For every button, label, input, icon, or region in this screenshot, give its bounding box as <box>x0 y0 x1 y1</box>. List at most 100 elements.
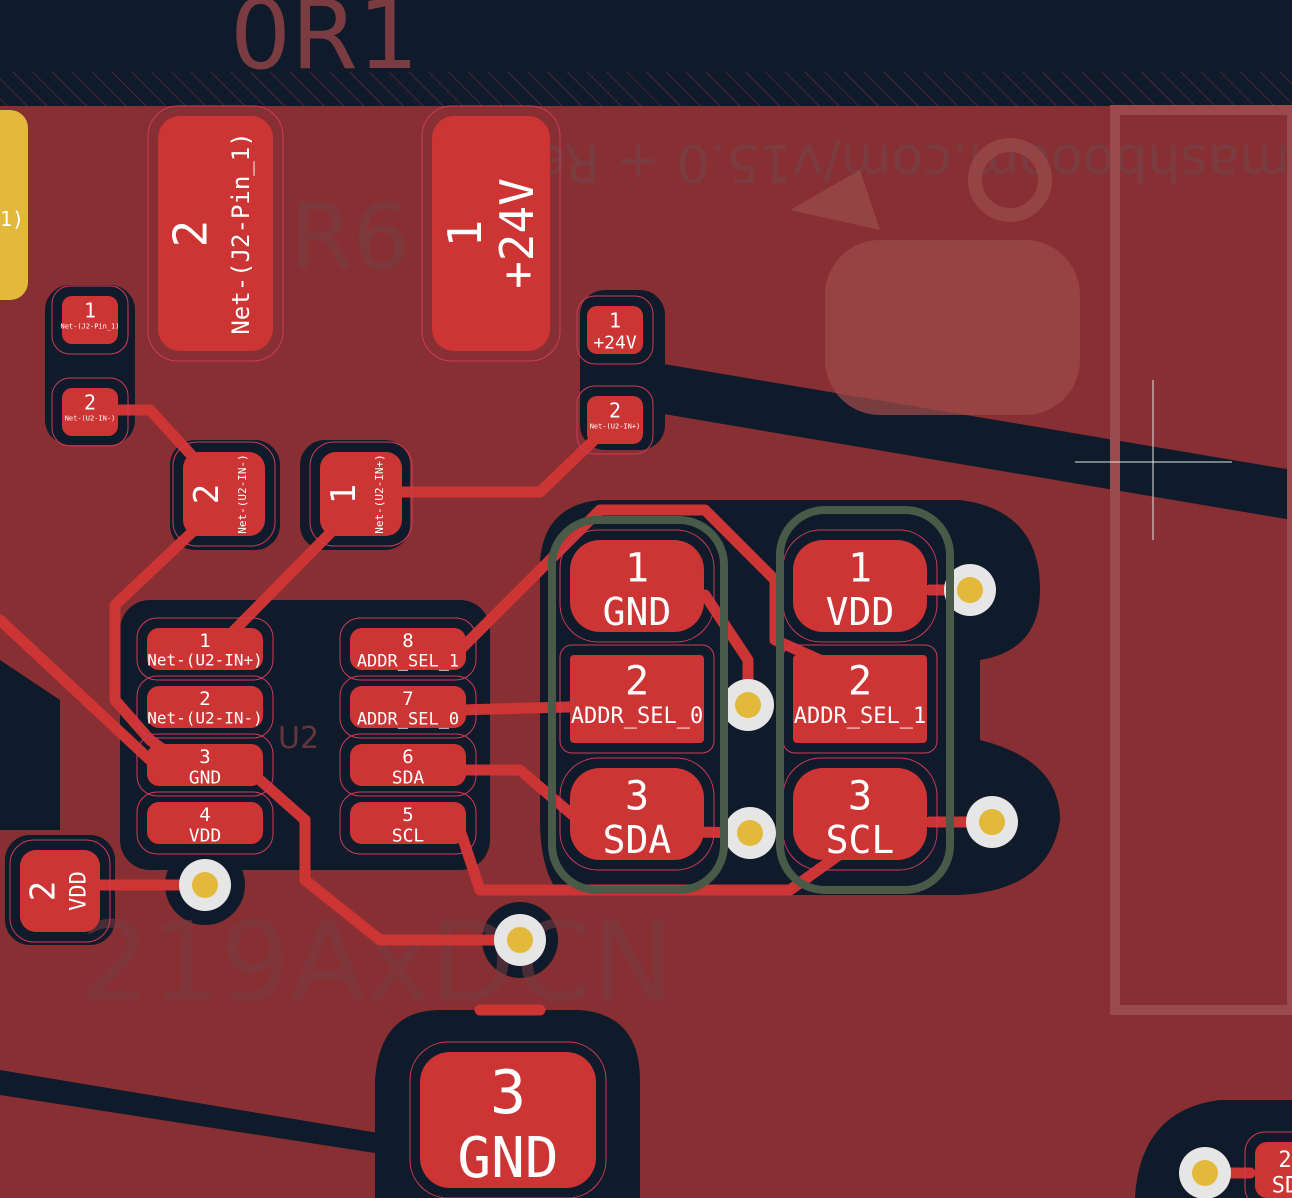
pad-number: 1 <box>84 299 96 323</box>
pad-courtyard <box>147 105 284 362</box>
pad-courtyard <box>339 791 477 855</box>
pad-plus24-big[interactable]: 1+24V <box>421 105 561 362</box>
via[interactable] <box>722 679 774 731</box>
pad-net-label: ADDR_SEL_1 <box>794 704 926 729</box>
pad-number: 7 <box>402 688 413 710</box>
via[interactable] <box>179 859 231 911</box>
pad-courtyard <box>136 617 274 681</box>
via[interactable] <box>724 807 776 859</box>
pad-shape[interactable] <box>62 388 118 436</box>
pad-courtyard <box>339 617 477 681</box>
pad-shape[interactable] <box>432 116 550 351</box>
pad-shape[interactable] <box>1255 1142 1292 1198</box>
pad-net-label: SCL <box>826 818 895 862</box>
pad-courtyard <box>339 733 477 797</box>
pad-shape[interactable] <box>147 802 263 844</box>
pad-number: 1 <box>848 545 872 591</box>
pad-number: 2 <box>609 399 621 423</box>
pad-courtyard <box>559 757 715 871</box>
silk-ref-r6: R6 <box>290 185 410 290</box>
pad-shape[interactable] <box>793 768 927 860</box>
pad-net-label: Net-(U2-IN-) <box>147 709 263 728</box>
silk-ref-u2-big: 219AxDCN <box>80 898 674 1026</box>
pad-shunt-2[interactable]: 2 Net-(U2-IN-) <box>172 441 276 547</box>
pad-net-label: Net-(J2-Pin_1) <box>227 132 255 334</box>
pad-shape[interactable] <box>570 655 704 743</box>
pad-shape[interactable] <box>587 306 643 354</box>
pad-shape[interactable] <box>350 628 466 670</box>
pad-number: 2 <box>187 484 227 504</box>
pad-shape[interactable] <box>62 296 118 344</box>
pad-net-label: VDD <box>826 590 895 634</box>
pad-yellow-left[interactable] <box>0 110 28 300</box>
pad-shape[interactable] <box>350 802 466 844</box>
via[interactable] <box>1179 1147 1231 1198</box>
pad-br-corner[interactable]: 2SD <box>1244 1131 1292 1198</box>
pad-courtyard <box>136 791 274 855</box>
pad-courtyard <box>576 295 654 365</box>
pad-shape[interactable] <box>793 540 927 632</box>
pad-shape[interactable] <box>183 452 265 536</box>
pad-courtyard <box>339 675 477 739</box>
via[interactable] <box>494 914 546 966</box>
pad-number: 8 <box>402 630 413 652</box>
pad-courtyard <box>559 644 715 754</box>
pad-net-label: Net-(U2-IN-) <box>65 415 116 423</box>
pad-shape[interactable] <box>20 850 100 932</box>
pad-number: 2 <box>1278 1148 1291 1173</box>
pad-shape[interactable] <box>350 686 466 728</box>
pad-courtyard <box>51 377 129 447</box>
pad-net-label: SCL <box>392 825 425 846</box>
pad-number: 6 <box>402 746 413 768</box>
pad-shape[interactable] <box>420 1052 596 1188</box>
pad-shape[interactable] <box>570 768 704 860</box>
pad-number: 3 <box>625 773 649 819</box>
pad-shape[interactable] <box>570 540 704 632</box>
pad-net-label: GND <box>603 590 672 634</box>
pad-shape[interactable] <box>350 744 466 786</box>
pad-shape[interactable] <box>158 116 273 351</box>
pad-number: 1 <box>609 309 621 333</box>
via[interactable] <box>944 564 996 616</box>
pad-courtyard <box>409 1041 607 1198</box>
pad-net-label: +24V <box>593 333 637 354</box>
pad-net-label: GND <box>457 1126 558 1191</box>
pad-shape[interactable] <box>147 628 263 670</box>
pad-number: 4 <box>199 804 210 826</box>
pad-yellow-left-net: 1) <box>0 207 24 231</box>
pad-courtyard <box>1244 1131 1292 1198</box>
pad-shape[interactable] <box>793 655 927 743</box>
pad-shape[interactable] <box>587 396 643 444</box>
pad-net-label: Net-(U2-IN-) <box>236 454 249 533</box>
pad-shape[interactable] <box>147 744 263 786</box>
pad-number: 2 <box>84 391 96 415</box>
pad-net-label: Net-(U2-IN+) <box>373 454 386 533</box>
pad-shape[interactable] <box>320 452 402 536</box>
pad-shape[interactable] <box>147 686 263 728</box>
keepout-strip <box>0 72 1292 106</box>
via[interactable] <box>966 796 1018 848</box>
pad-r-right-1[interactable]: 1+24V <box>576 295 654 365</box>
